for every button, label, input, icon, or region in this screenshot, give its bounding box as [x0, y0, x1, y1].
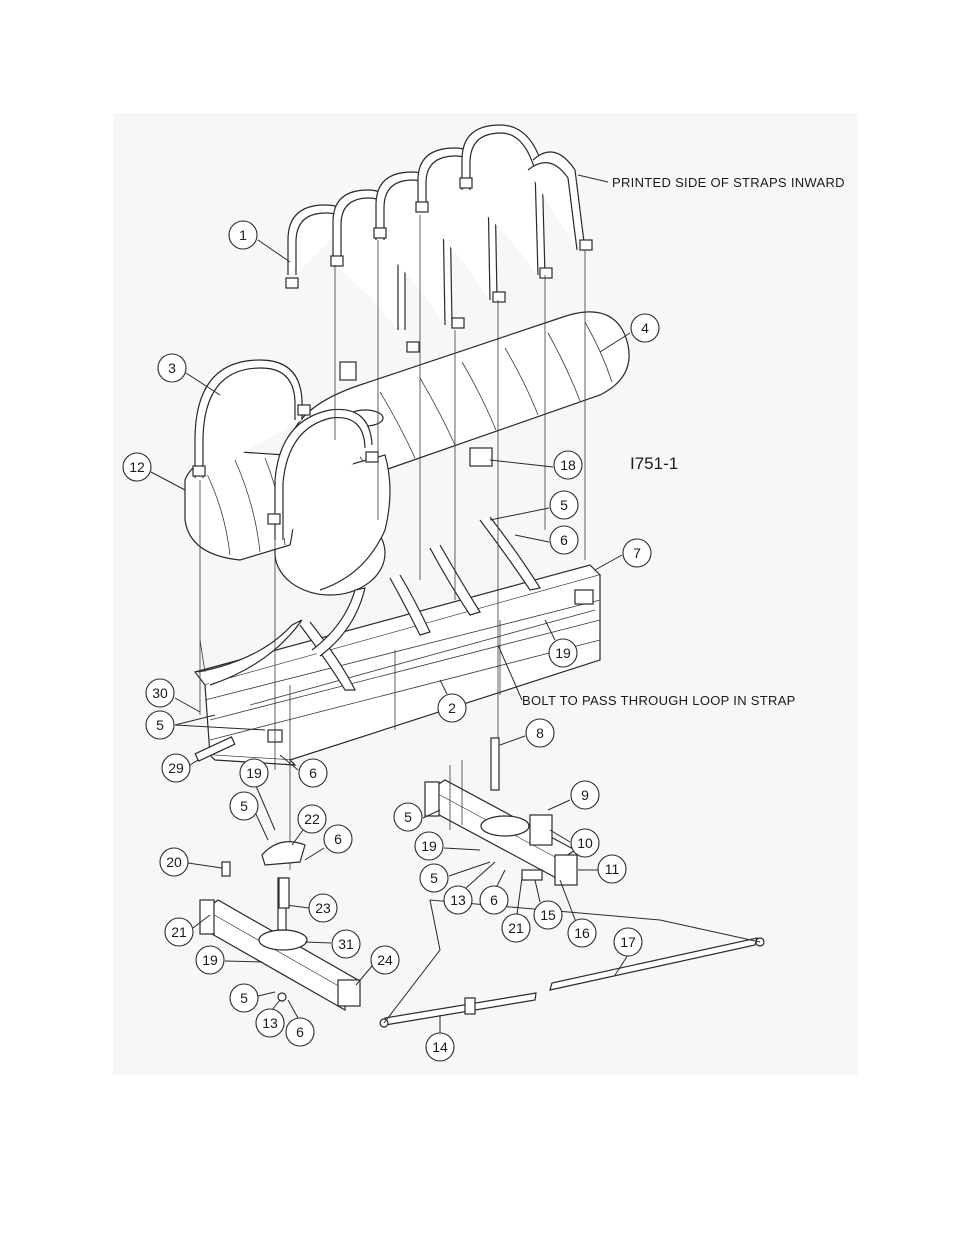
callout-6-right: 6: [490, 892, 498, 908]
callout-5-left-bottom: 5: [240, 990, 248, 1006]
callout-19-left-bottom: 19: [202, 952, 218, 968]
note-bolt: BOLT TO PASS THROUGH LOOP IN STRAP: [522, 693, 796, 708]
callout-16: 16: [574, 925, 590, 941]
callout-13-left: 13: [262, 1015, 278, 1031]
callout-4: 4: [641, 320, 649, 336]
callout-10: 10: [577, 835, 593, 851]
callout-1: 1: [239, 227, 247, 243]
callout-29: 29: [168, 760, 184, 776]
callout-8: 8: [536, 725, 544, 741]
callout-13-right: 13: [450, 892, 466, 908]
callout-6-left-frame: 6: [309, 765, 317, 781]
callout-5-right-low: 5: [430, 870, 438, 886]
callout-15: 15: [540, 907, 556, 923]
callout-7: 7: [633, 545, 641, 561]
callout-5-frame: 5: [560, 497, 568, 513]
callout-24: 24: [377, 952, 393, 968]
callout-20: 20: [166, 854, 182, 870]
callout-18: 18: [560, 457, 576, 473]
callout-2: 2: [448, 700, 456, 716]
note-straps: PRINTED SIDE OF STRAPS INWARD: [612, 175, 845, 190]
callout-6-left-bottom: 6: [296, 1024, 304, 1040]
callout-17: 17: [620, 934, 636, 950]
callout-5-left-hitch: 5: [240, 798, 248, 814]
callout-19-frame: 19: [555, 645, 571, 661]
callout-5-right-top: 5: [404, 809, 412, 825]
callout-5-left-frame: 5: [156, 717, 164, 733]
callout-9: 9: [581, 787, 589, 803]
callout-3: 3: [168, 360, 176, 376]
callout-23: 23: [315, 900, 331, 916]
drawing-code: I751-1: [630, 454, 678, 473]
callout-19-left: 19: [246, 765, 262, 781]
callout-31: 31: [338, 936, 354, 952]
callout-12: 12: [129, 459, 145, 475]
callout-11: 11: [605, 861, 620, 877]
callout-21-right: 21: [508, 920, 524, 936]
callout-19-right: 19: [421, 838, 437, 854]
callout-30: 30: [152, 685, 168, 701]
callout-6-frame: 6: [560, 532, 568, 548]
callout-21-left: 21: [171, 924, 187, 940]
callout-6-left-hitch: 6: [334, 831, 342, 847]
callout-22: 22: [304, 811, 320, 827]
callout-14: 14: [432, 1039, 448, 1055]
